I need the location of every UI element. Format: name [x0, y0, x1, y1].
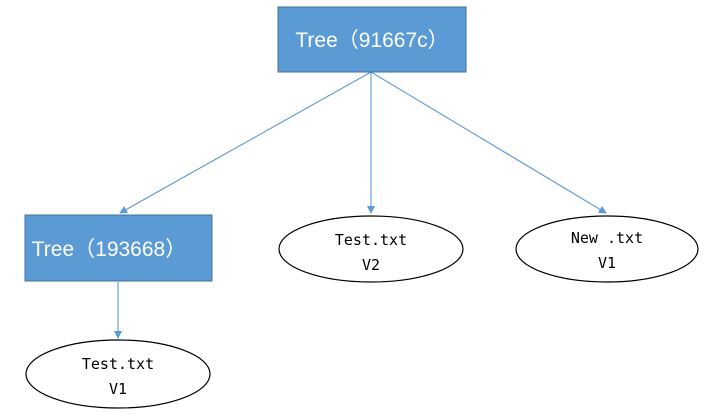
blob-version: V1	[598, 254, 616, 272]
blob-filename: New .txt	[571, 229, 643, 247]
blob-filename: Test.txt	[82, 355, 154, 373]
blob-filename: Test.txt	[335, 231, 407, 249]
tree-node-root: Tree（91667c）	[277, 6, 467, 73]
blob-node-new-v1: New .txt V1	[515, 215, 699, 283]
edge-root-to-new-v1	[370, 71, 607, 214]
blob-version: V1	[109, 380, 127, 398]
blob-node-test-v2: Test.txt V2	[278, 215, 464, 283]
edge-root-to-subtree	[119, 71, 372, 214]
blob-node-test-v1: Test.txt V1	[25, 339, 211, 409]
tree-node-subtree-label: Tree（193668）	[32, 238, 186, 261]
tree-node-subtree: Tree（193668）	[24, 214, 213, 282]
tree-node-root-label: Tree（91667c）	[295, 29, 448, 52]
blob-version: V2	[362, 256, 380, 274]
